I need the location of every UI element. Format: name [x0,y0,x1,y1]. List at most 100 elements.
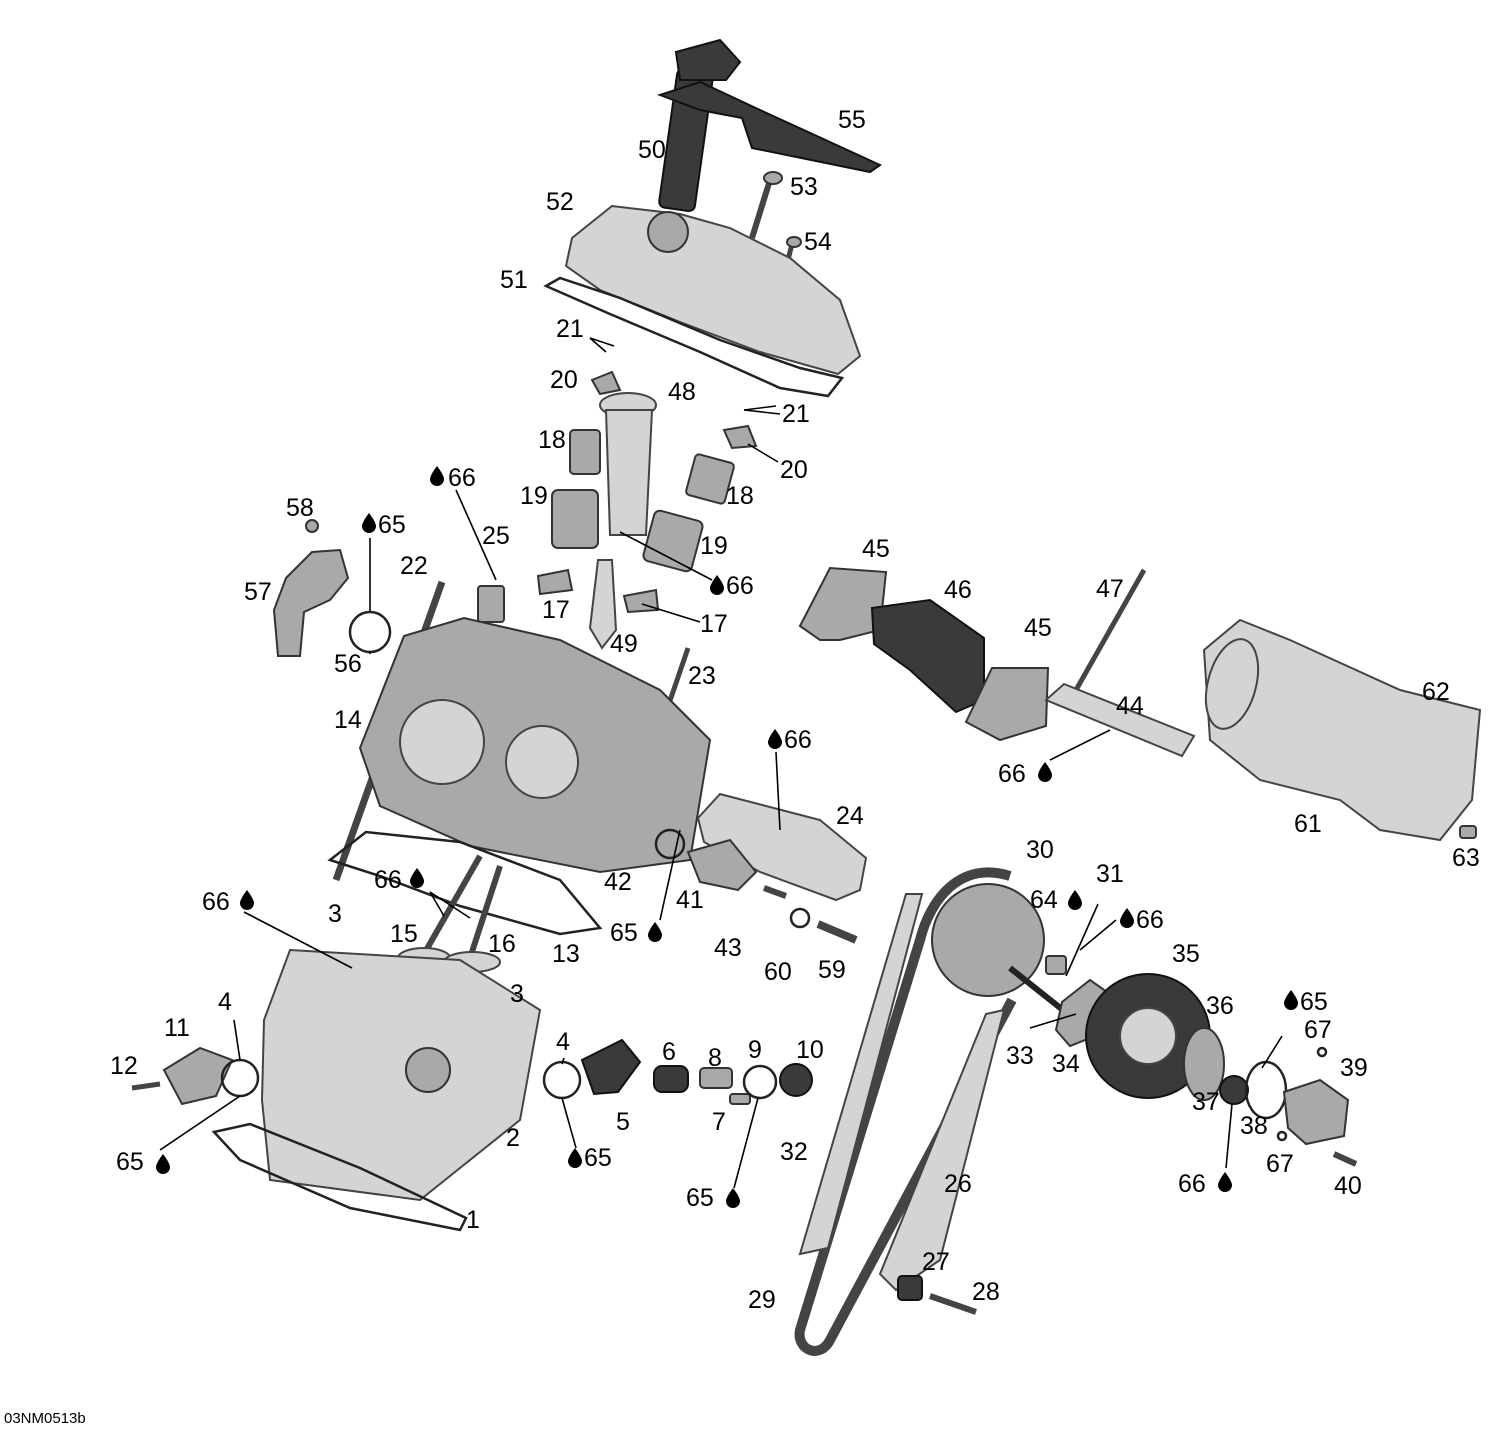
part-label: 67 [1304,1016,1332,1044]
part-label: 39 [1340,1054,1368,1082]
retainer-part [622,588,660,614]
part-label: 3 [510,980,524,1008]
part-label: 34 [1052,1050,1080,1078]
part-label: 15 [390,920,418,948]
rocker-arm-part [870,598,985,714]
part-label: 66 [784,726,812,754]
part-label: 62 [1422,678,1450,706]
part-label: 11 [164,1014,190,1042]
shaft-part [1073,568,1147,692]
bracket-part [656,80,883,174]
o-ring-part [742,1064,778,1100]
tube-part [599,392,657,536]
part-label: 2 [506,1124,520,1152]
part-label: 65 [116,1148,144,1176]
screw-part [929,1293,977,1315]
part-label: 5 [616,1108,630,1136]
part-label: 36 [1206,992,1234,1020]
cover-gasket-part [543,276,845,398]
part-label: 43 [714,934,742,962]
part-label: 17 [700,610,728,638]
screw-part [1459,825,1477,839]
valve-part [421,854,483,956]
screw-part [762,885,788,899]
part-label: 52 [546,188,574,216]
part-label: 61 [1294,810,1322,838]
part-label: 16 [488,930,516,958]
part-label: 58 [286,494,314,522]
pin-part [729,1093,751,1105]
flange-part [162,1046,234,1106]
bushing-part [477,585,505,623]
cam-sprocket-part [931,883,1045,997]
part-label: 33 [1006,1042,1034,1070]
part-label: 51 [500,266,528,294]
plug-part [653,1065,689,1093]
thermostat-housing-part [272,548,350,657]
retainer-part [536,568,574,596]
part-label: 49 [610,630,638,658]
screw-part [305,519,319,533]
rocker-shaft-part [1044,682,1196,758]
part-label: 41 [676,886,704,914]
part-label: 67 [1266,1150,1294,1178]
o-ring-part [1244,1060,1288,1120]
part-label: 18 [726,482,754,510]
cylinder-part [260,948,542,1202]
part-label: 65 [1300,988,1328,1016]
part-label: 35 [1172,940,1200,968]
bushing-part [1045,955,1067,975]
part-label: 63 [1452,844,1480,872]
part-label: 28 [972,1278,1000,1306]
part-label: 22 [400,552,428,580]
part-label: 32 [780,1138,808,1166]
part-label: 45 [1024,614,1052,642]
pump-cover-part [1282,1078,1350,1146]
part-label: 65 [378,511,406,539]
part-label: 8 [708,1044,722,1072]
rocker-arm-part [964,667,1050,742]
head-gasket-part [327,830,603,936]
part-label: 27 [922,1248,950,1276]
part-label: 18 [538,426,566,454]
part-label: 50 [638,136,666,164]
rocker-part [722,424,758,450]
o-ring-part [1276,1130,1288,1142]
part-label: 4 [218,988,232,1016]
part-label: 30 [1026,836,1054,864]
part-label: 38 [1240,1112,1268,1140]
chain-guide-part [798,893,924,1256]
part-label: 7 [712,1108,726,1136]
part-label: 20 [550,366,578,394]
part-label: 65 [686,1184,714,1212]
part-label: 42 [604,868,632,896]
part-label: 19 [520,482,548,510]
part-label: 59 [818,956,846,984]
exhaust-manifold-part [1202,618,1482,842]
fitting-part [580,1038,642,1096]
part-label: 65 [610,919,638,947]
leader-lines [159,337,1283,1189]
part-label: 56 [334,650,362,678]
part-label: 65 [584,1144,612,1172]
spring-part [551,429,735,573]
part-label: 60 [764,958,792,986]
cap-part [779,1063,813,1097]
screw-part [1332,1151,1358,1167]
part-label: 23 [688,662,716,690]
base-gasket-part [211,1122,468,1232]
part-label: 48 [668,378,696,406]
part-label: 10 [796,1036,824,1064]
part-label: 40 [1334,1172,1362,1200]
part-label: 26 [944,1170,972,1198]
part-label: 24 [836,802,864,830]
sensor-part [686,838,758,892]
part-label: 1 [466,1206,480,1234]
valve-part [467,865,503,959]
part-label: 54 [804,228,832,256]
part-label: 47 [1096,575,1124,603]
part-label: 46 [944,576,972,604]
part-label: 12 [110,1052,138,1080]
part-label: 31 [1096,860,1124,888]
